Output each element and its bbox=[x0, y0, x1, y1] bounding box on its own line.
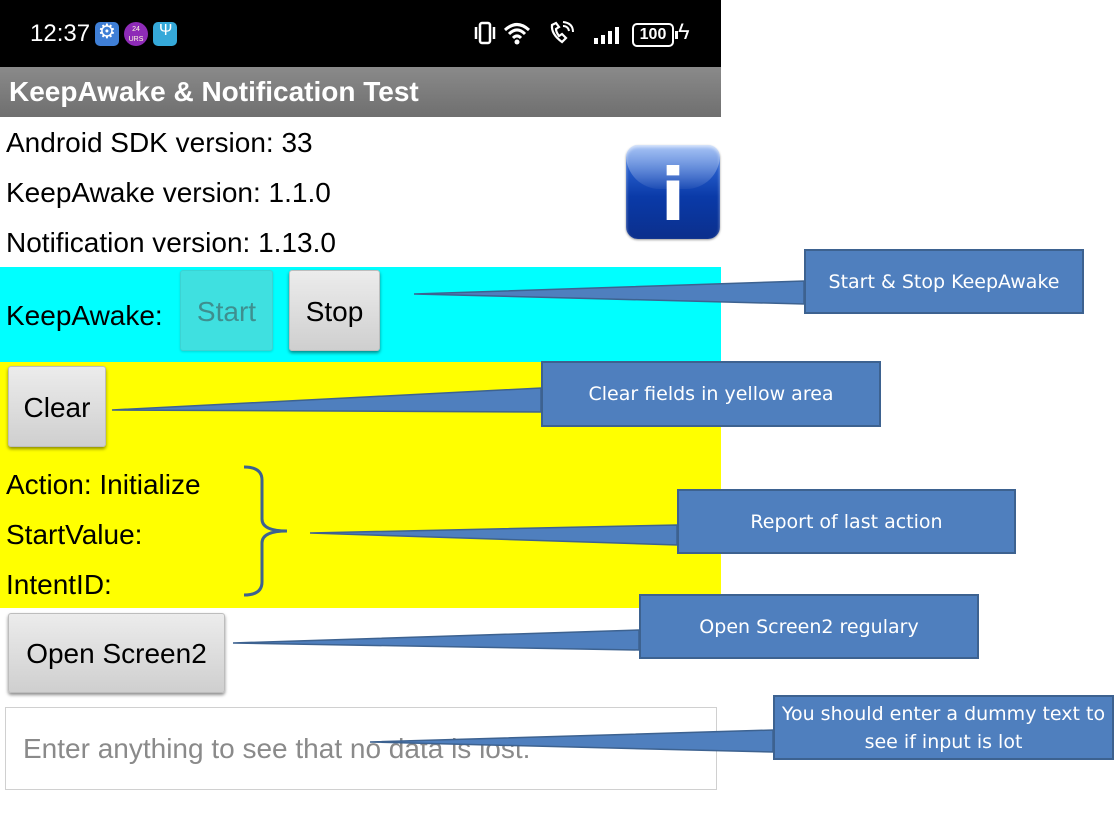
stop-button[interactable]: Stop bbox=[289, 270, 380, 351]
info-button[interactable]: i bbox=[626, 145, 720, 239]
open-screen2-button[interactable]: Open Screen2 bbox=[8, 613, 225, 693]
action-label: Action: Initialize bbox=[6, 469, 201, 500]
start-value-label: StartValue: bbox=[6, 519, 143, 550]
sdk-version-label: Android SDK version: 33 bbox=[6, 127, 313, 158]
status-time: 12:37 bbox=[30, 20, 91, 47]
keepawake-version-label: KeepAwake version: 1.1.0 bbox=[6, 177, 331, 208]
dummy-text-input[interactable] bbox=[5, 707, 717, 790]
notification-version-label: Notification version: 1.13.0 bbox=[6, 227, 336, 258]
callout-open-screen2: Open Screen2 regulary bbox=[639, 594, 979, 659]
start-button[interactable]: Start bbox=[180, 270, 273, 351]
wifi-icon bbox=[503, 23, 531, 45]
settings-gear-icon bbox=[95, 19, 119, 46]
signal-strength-icon bbox=[594, 27, 619, 44]
usb-icon bbox=[153, 22, 177, 46]
keepawake-label: KeepAwake: bbox=[6, 300, 163, 331]
info-icon: i bbox=[660, 153, 686, 237]
ur-icon-text: URS bbox=[128, 36, 144, 43]
charging-bolt-icon: ϟ bbox=[678, 19, 690, 44]
callout-report: Report of last action bbox=[677, 489, 1016, 554]
intent-id-label: IntentID: bbox=[6, 569, 112, 600]
ur-icon-text: 24 bbox=[132, 26, 140, 33]
vibrate-icon bbox=[474, 21, 496, 45]
callout-clear: Clear fields in yellow area bbox=[541, 361, 881, 427]
callout-dummy-text: You should enter a dummy text to see if … bbox=[773, 695, 1114, 760]
clear-button[interactable]: Clear bbox=[8, 366, 106, 447]
battery-icon: 100 bbox=[632, 23, 678, 47]
app-title-bar: KeepAwake & Notification Test bbox=[0, 67, 721, 117]
wifi-call-icon bbox=[550, 21, 574, 44]
callout-keepawake: Start & Stop KeepAwake bbox=[804, 249, 1084, 314]
